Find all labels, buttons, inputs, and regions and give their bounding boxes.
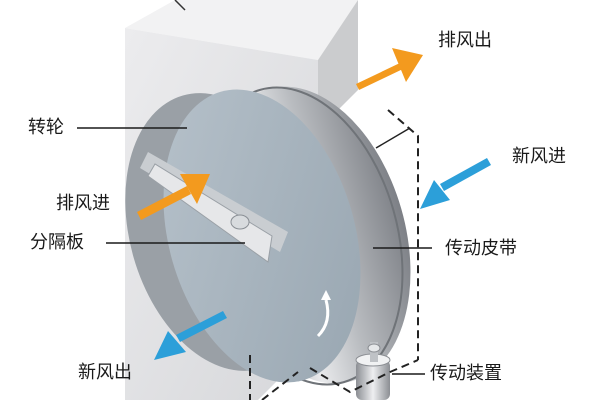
label-rotor: 转轮: [28, 117, 64, 138]
label-exhaust-in: 排风进: [56, 193, 110, 214]
leader-line-top: [174, 0, 186, 11]
label-drive: 传动装置: [430, 363, 502, 384]
housing-top: [125, 0, 358, 60]
divider-plate: [147, 163, 273, 263]
housing-side: [318, 0, 358, 130]
enclosure-dashed-bottom: [309, 359, 419, 394]
label-fresh-out: 新风出: [78, 362, 132, 383]
exhaust-in-arrow-icon: [137, 174, 210, 220]
rotation-arrowhead-icon: [321, 290, 331, 300]
label-fresh-in: 新风进: [512, 146, 566, 167]
drive-pulley: [367, 343, 381, 353]
enclosure-dashed-front: [261, 371, 299, 400]
fresh-in-arrow-icon: [420, 158, 491, 209]
hub: [230, 214, 250, 230]
fresh-out-arrow-icon: [154, 311, 227, 360]
label-belt: 传动皮带: [445, 238, 517, 259]
exhaust-out-arrow-icon: [356, 48, 423, 90]
enclosure-corner-line: [375, 127, 411, 149]
label-exhaust-out: 排风出: [438, 30, 492, 51]
label-divider: 分隔板: [30, 232, 84, 253]
enclosure-dashed-outline: [387, 109, 419, 360]
rotation-arrow-icon: [316, 299, 330, 338]
